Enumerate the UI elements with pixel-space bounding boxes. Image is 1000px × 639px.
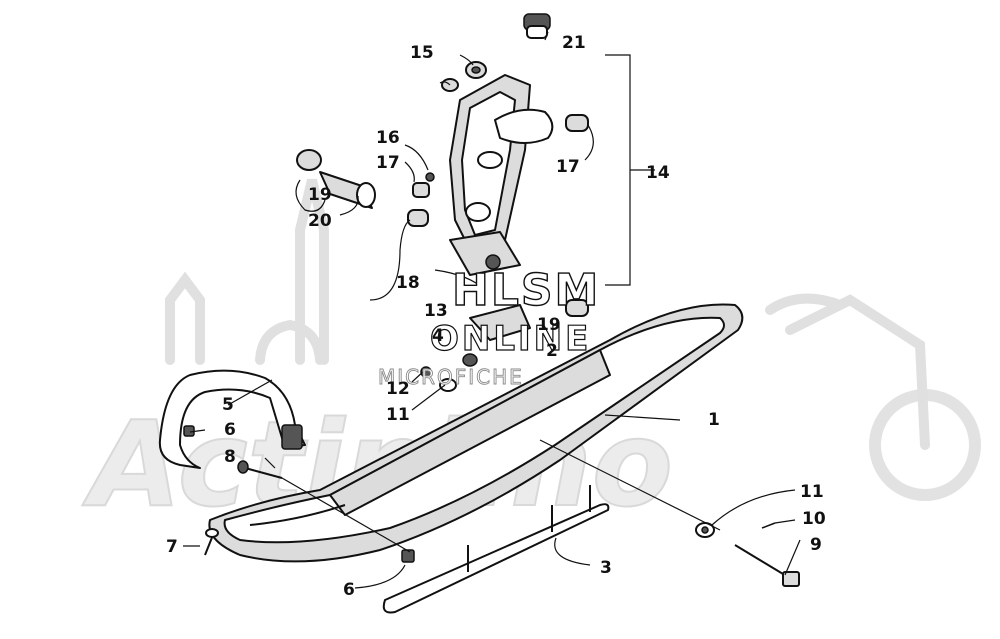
callout-9: 9 [810, 535, 822, 555]
watermark-line-3: MICROFICHE [378, 365, 524, 389]
callout-16: 16 [376, 128, 400, 148]
spindle-assembly-part [449, 74, 554, 276]
leader-lines [183, 31, 801, 589]
watermark: HLSM ONLINE MICROFICHE [378, 264, 600, 389]
callout-7: 7 [166, 537, 178, 557]
callout-14: 14 [646, 163, 670, 183]
callout-13: 13 [424, 301, 448, 321]
callout-15: 15 [410, 43, 434, 63]
callout-10: 10 [802, 509, 826, 529]
callout-19-upper: 19 [308, 185, 332, 205]
callout-4: 4 [432, 326, 444, 346]
callout-5: 5 [222, 395, 234, 415]
callout-6-lower: 6 [343, 580, 355, 600]
callout-3: 3 [600, 558, 612, 578]
callout-1: 1 [708, 410, 720, 430]
ski-handle-part [158, 369, 306, 469]
bushings-parts [183, 61, 589, 563]
callout-labels: 21 15 16 17 17 14 19 20 18 13 4 19 2 12 … [166, 33, 826, 600]
watermark-line-1: HLSM [452, 265, 600, 316]
callout-8: 8 [224, 447, 236, 467]
callout-12: 12 [386, 379, 410, 399]
cap-part [523, 13, 551, 39]
ski-part [208, 303, 744, 563]
callout-20: 20 [308, 211, 332, 231]
callout-19-lower: 19 [537, 315, 561, 335]
callout-21: 21 [562, 33, 586, 53]
callout-11-lower: 11 [800, 482, 824, 502]
callout-17-right: 17 [556, 157, 580, 177]
bolts-parts [204, 460, 800, 587]
callout-11-upper: 11 [386, 405, 410, 425]
watermark-line-2: ONLINE [430, 319, 591, 359]
wear-bar-part [382, 485, 610, 614]
callout-17-left: 17 [376, 153, 400, 173]
callout-18: 18 [396, 273, 420, 293]
callout-6-upper: 6 [224, 420, 236, 440]
callout-2: 2 [546, 341, 558, 361]
